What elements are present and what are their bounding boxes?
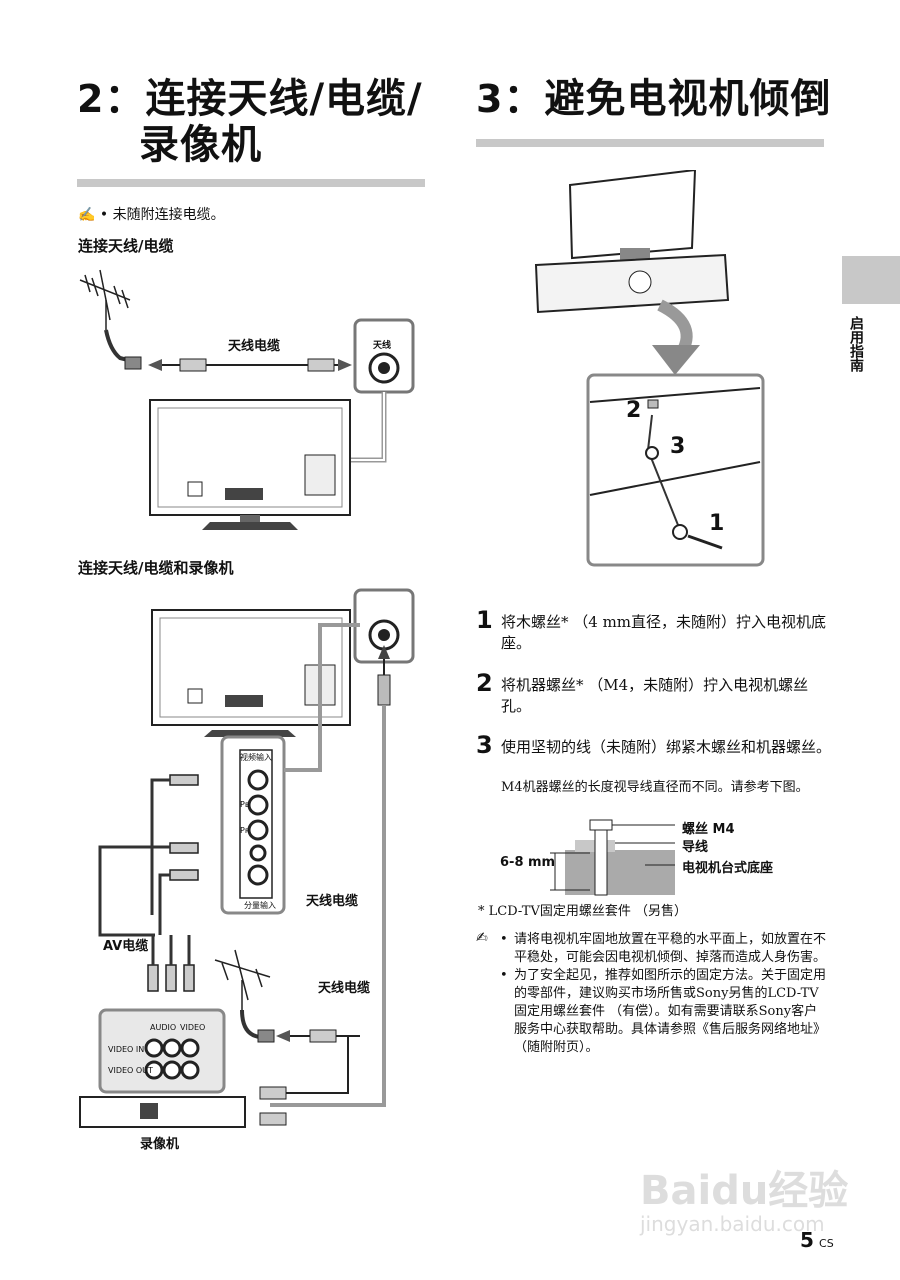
panel-pb-label: Pʙ	[240, 800, 250, 809]
antenna-cable-label-3: 天线电缆	[318, 981, 371, 996]
vcr-video-in-label: VIDEO IN	[108, 1045, 145, 1054]
step-2-number: 2	[476, 669, 493, 697]
notes-list: 请将电视机牢固地放置在平稳的水平面上，如放置在不平稳处，可能会因电视机倾倒、掉落…	[500, 931, 830, 1057]
antenna-icon	[79, 269, 131, 330]
panel-top-label: 视频输入	[240, 753, 272, 762]
vcr-video-out-label: VIDEO OUT	[108, 1066, 153, 1075]
panel-pr-label: Pʀ	[240, 826, 250, 835]
callout-1: 1	[709, 511, 725, 536]
note-item: 请将电视机牢固地放置在平稳的水平面上，如放置在不平稳处，可能会因电视机倾倒、掉落…	[500, 931, 830, 967]
step-2-text: 将机器螺丝* （M4，未随附）拧入电视机螺丝孔。	[501, 676, 809, 715]
vcr-audio-label: AUDIO	[150, 1023, 177, 1032]
stand-base-label: 电视机台式底座	[682, 861, 774, 876]
note-item: 为了安全起见，推荐如图所示的固定方法。关于固定用的零部件，建议购买市场所售或So…	[500, 967, 830, 1057]
baidu-watermark: Baidu经验	[640, 1158, 848, 1216]
step-1-number: 1	[476, 606, 493, 634]
section3-heading: 3：避免电视机倾倒	[476, 76, 832, 122]
section3-rule	[476, 139, 824, 147]
vcr-video-label: VIDEO	[180, 1023, 206, 1032]
watermark-url: jingyan.baidu.com	[640, 1212, 825, 1236]
callout-2: 2	[626, 398, 642, 423]
note-pencil-icon: ✍ •	[78, 207, 109, 223]
subheading-antenna-vcr: 连接天线/电缆和录像机	[78, 559, 234, 577]
dimension-label: 6-8 mm	[500, 855, 556, 870]
side-tab-label: 启用指南	[848, 316, 864, 372]
wire-label: 导线	[682, 840, 709, 855]
antenna-cable-label-1: 天线电缆	[228, 339, 281, 354]
footnote: * LCD-TV固定用螺丝套件 （另售）	[478, 904, 687, 919]
av-cable-label: AV电缆	[103, 939, 149, 954]
section2-rule	[77, 179, 425, 187]
step-3-subtext: M4机器螺丝的长度视导线直径而不同。请参考下图。	[501, 780, 809, 795]
antenna-cable-label-2: 天线电缆	[306, 894, 359, 909]
section2-title-line2: 录像机	[139, 122, 262, 168]
diagram-screw-detail	[550, 819, 675, 896]
diagram-antenna-tv-vcr	[79, 588, 415, 1128]
subheading-antenna: 连接天线/电缆	[78, 237, 174, 255]
side-tab-block	[842, 256, 900, 304]
step-3-text: 使用坚韧的线（未随附）绑紧木螺丝和机器螺丝。	[501, 738, 832, 756]
callout-3: 3	[670, 434, 686, 459]
section2-heading: 2：连接天线/电缆/ 录像机	[77, 76, 423, 168]
vcr-label: 录像机	[140, 1137, 180, 1152]
section2-number: 2	[77, 77, 105, 121]
panel-bottom-label: 分量输入	[244, 901, 276, 910]
screw-m4-label: 螺丝 M4	[682, 822, 735, 837]
step-3-number: 3	[476, 731, 493, 759]
step-1-text: 将木螺丝* （4 mm直径，未随附）拧入电视机底座。	[501, 613, 827, 652]
section3-number: 3	[476, 77, 504, 121]
page-number: 5 CS	[800, 1228, 834, 1252]
section2-title-line1: 连接天线/电缆/	[145, 76, 423, 122]
section3-title: 避免电视机倾倒	[544, 76, 832, 122]
notes-pencil-icon: ✍	[476, 930, 488, 946]
diagram-tv-fixing	[534, 170, 765, 567]
antenna-icon-2	[214, 949, 271, 1010]
watermark-brand: Baidu经验	[640, 1168, 849, 1214]
section2-note: ✍ • 未随附连接电缆。	[78, 207, 225, 223]
diagram-antenna-tv	[79, 269, 415, 530]
antenna-port-label-1: 天线	[373, 341, 392, 351]
